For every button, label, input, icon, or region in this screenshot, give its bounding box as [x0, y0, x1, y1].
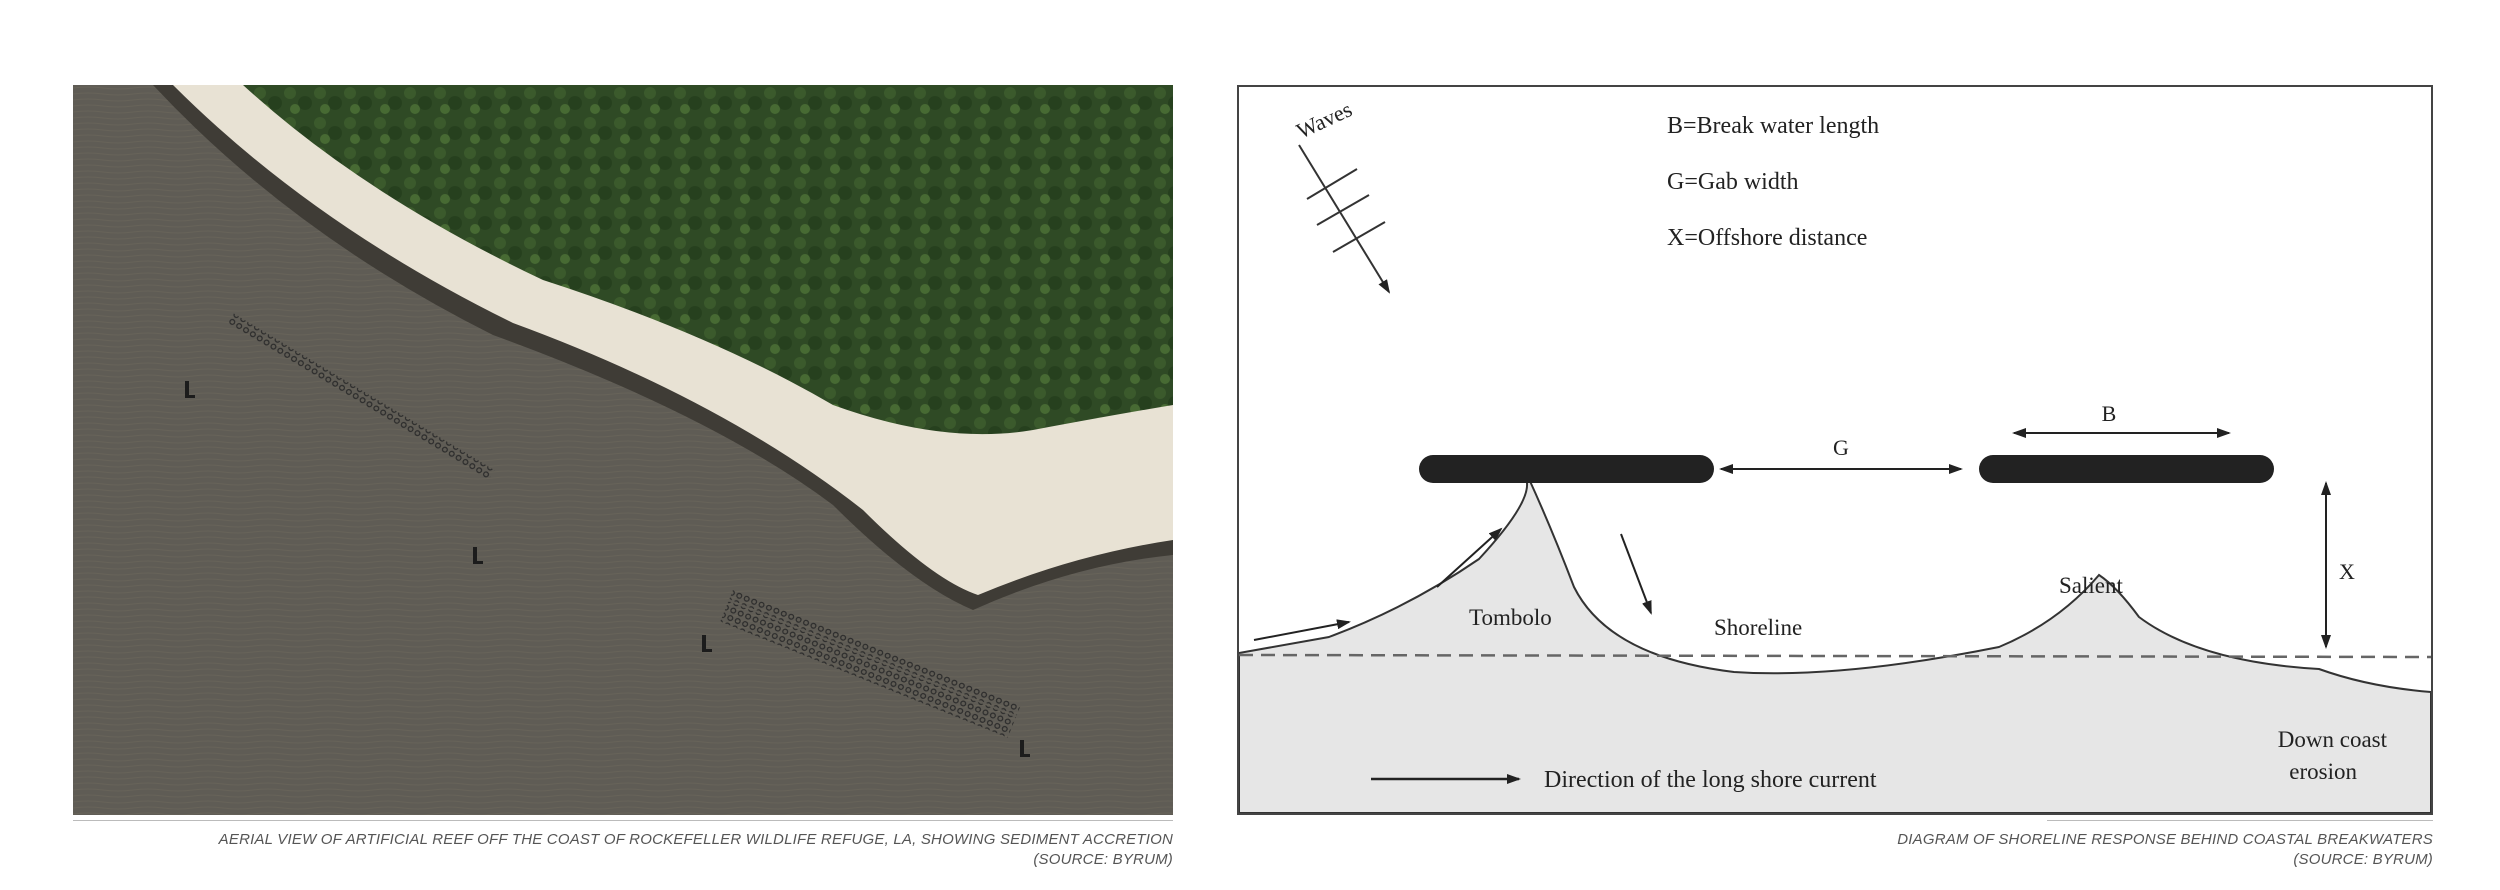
- sediment-arrow-up: [1436, 527, 1503, 588]
- erosion-label-line1: Down coast: [2278, 727, 2388, 752]
- buoy-markers: [185, 381, 1030, 757]
- photo-caption-line1: Aerial view of artificial reef off the c…: [218, 831, 1173, 848]
- waves-icon: [1298, 144, 1391, 294]
- salient-label: Salient: [2059, 573, 2123, 598]
- legend-item-g: G=Gab width: [1667, 169, 1799, 195]
- diagram-caption-line1: Diagram of shoreline response behind coa…: [1897, 831, 2433, 848]
- vegetation: [243, 85, 1173, 435]
- diagram-caption-line2: (Source: Byrum): [2293, 851, 2433, 868]
- aerial-photo-image: [73, 85, 1173, 815]
- length-label: B: [2102, 401, 2117, 426]
- diagram-caption: Diagram of shoreline response behind coa…: [1237, 820, 2433, 870]
- breakwater-right: [1979, 455, 2274, 483]
- photo-caption-line2: (Source: Byrum): [1033, 851, 1173, 868]
- reef-upper: [226, 313, 495, 481]
- legend-item-x: X=Offshore distance: [1667, 225, 1867, 251]
- sediment-arrow-shore: [1253, 619, 1351, 641]
- breakwater-diagram: G B X Waves B=Break water length G=Gab w…: [1237, 85, 2433, 815]
- sediment-arrow-down: [1620, 533, 1652, 615]
- erosion-label-line2: erosion: [2289, 759, 2357, 784]
- caption-rule: [2047, 820, 2433, 821]
- reef-lower: [720, 590, 1021, 738]
- original-shoreline: [1239, 653, 2431, 659]
- caption-rule: [73, 820, 1173, 821]
- waves-label: Waves: [1293, 96, 1356, 143]
- land-area: [1239, 476, 2431, 813]
- breakwater-left: [1419, 455, 1714, 483]
- legend-item-b: B=Break water length: [1667, 113, 1879, 139]
- legend: B=Break water length G=Gab width X=Offsh…: [1667, 113, 1879, 251]
- tombolo-label: Tombolo: [1469, 605, 1552, 630]
- offshore-label: X: [2339, 559, 2355, 584]
- shoreline-label: Shoreline: [1714, 615, 1802, 640]
- current-label: Direction of the long shore current: [1544, 767, 1877, 793]
- breakwater-diagram-svg: G B X Waves B=Break water length G=Gab w…: [1239, 96, 2431, 813]
- photo-caption: Aerial view of artificial reef off the c…: [73, 820, 1173, 870]
- aerial-photo: [73, 85, 1173, 815]
- gap-label: G: [1833, 435, 1849, 460]
